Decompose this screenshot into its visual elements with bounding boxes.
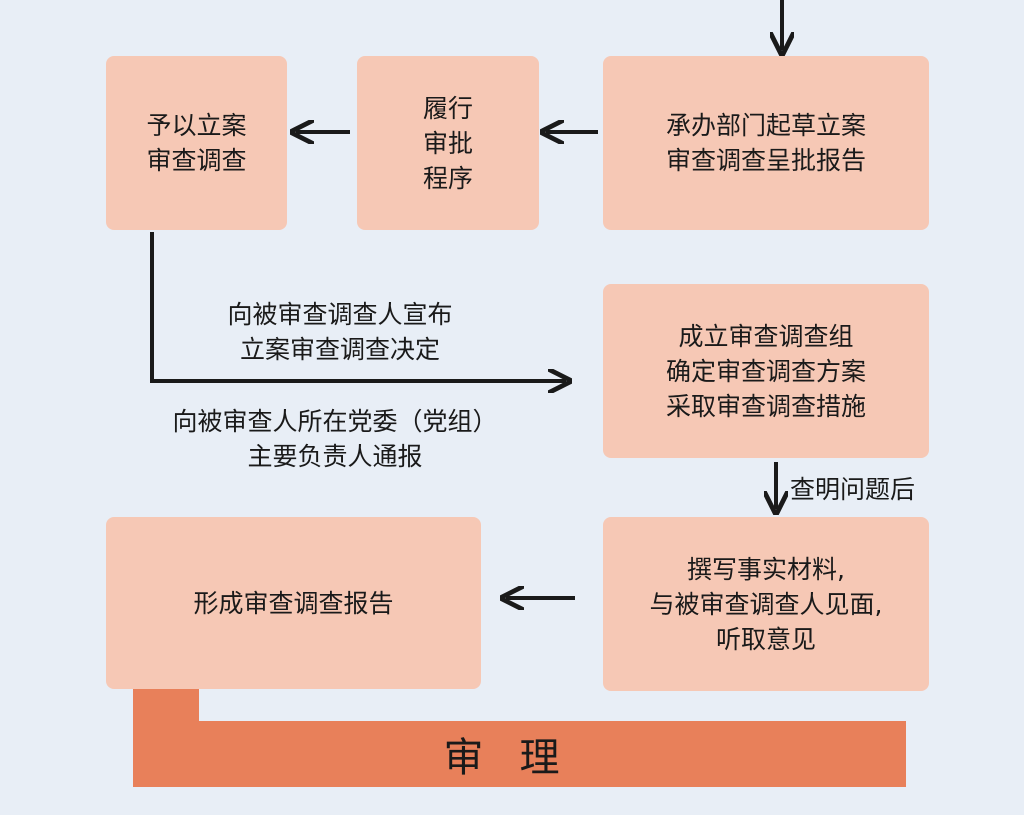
footer-bar bbox=[133, 721, 906, 787]
box-form-group: 成立审查调查组 确定审查调查方案 采取审查调查措施 bbox=[603, 284, 929, 458]
box-form-report-text: 形成审查调查报告 bbox=[193, 588, 394, 618]
box-start-case-text: 予以立案 审查调查 bbox=[146, 111, 247, 175]
box-form-report: 形成审查调查报告 bbox=[106, 517, 481, 689]
box-draft-report-text: 承办部门起草立案 审查调查呈批报告 bbox=[665, 111, 866, 175]
box-form-group-text: 成立审查调查组 确定审查调查方案 采取审查调查措施 bbox=[665, 321, 866, 421]
label-after-clarify: 查明问题后 bbox=[790, 475, 916, 504]
footer-title: 审理 bbox=[443, 735, 596, 781]
box-start-case: 予以立案 审查调查 bbox=[106, 56, 287, 230]
label-notify: 向被审查人所在党委（党组） 主要负责人通报 bbox=[172, 407, 498, 471]
box-approval-text: 履行 审批 程序 bbox=[422, 93, 473, 193]
box-write-materials: 撰写事实材料, 与被审查调查人见面, 听取意见 bbox=[603, 517, 929, 691]
label-announce: 向被审查调查人宣布 立案审查调查决定 bbox=[227, 300, 453, 364]
arrow-to-form-group bbox=[150, 232, 566, 381]
box-approval: 履行 审批 程序 bbox=[357, 56, 539, 230]
box-draft-report: 承办部门起草立案 审查调查呈批报告 bbox=[603, 56, 929, 230]
box-write-materials-text: 撰写事实材料, 与被审查调查人见面, 听取意见 bbox=[649, 554, 883, 654]
